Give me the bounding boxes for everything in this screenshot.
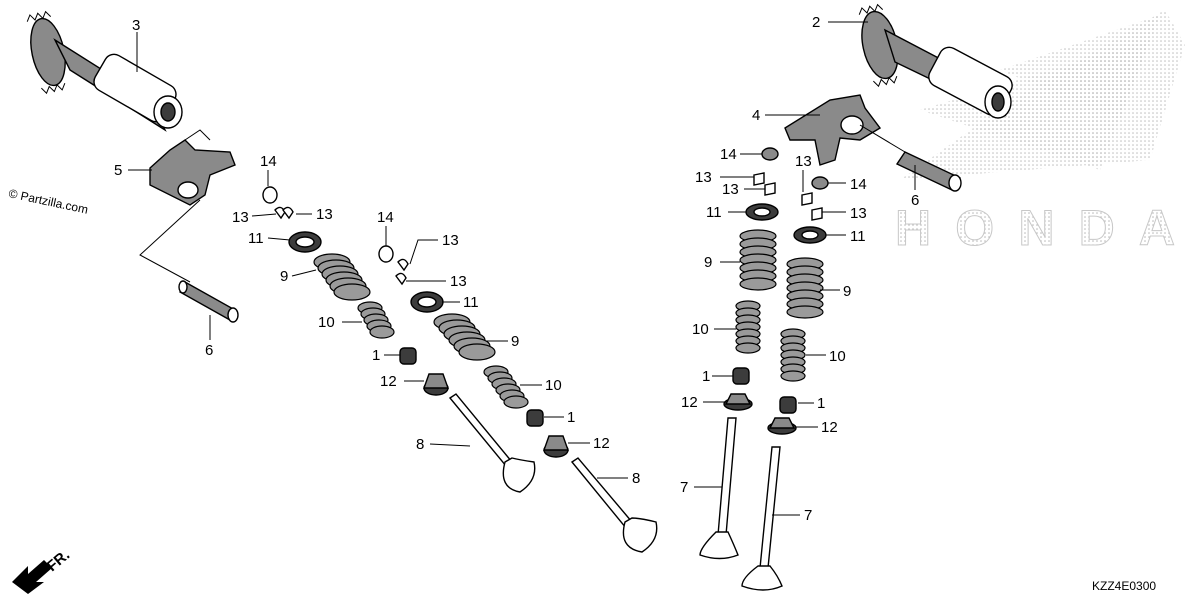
cotters-b[interactable]: [395, 258, 409, 286]
callout-8-b[interactable]: 8: [632, 470, 640, 487]
outer-spring-c[interactable]: [739, 229, 777, 291]
callouts: 3 2 4 5 6 6 14 13 13 11 9 10 1 12 8 14 1…: [114, 14, 919, 524]
inner-spring-b[interactable]: [483, 365, 529, 409]
inner-spring-d[interactable]: [780, 328, 806, 382]
camshaft-right[interactable]: [855, 2, 1016, 119]
spring-coil: [503, 395, 529, 409]
callout-10-d[interactable]: 10: [829, 348, 846, 365]
leader-lines: [128, 21, 916, 516]
callout-13-d1[interactable]: 13: [795, 153, 812, 170]
spring-coil: [369, 325, 395, 339]
retainer-d[interactable]: [793, 226, 827, 244]
front-direction-arrow: FR.: [12, 547, 73, 594]
honda-wing-logo: [900, 10, 1185, 180]
stem-seal-a[interactable]: [399, 347, 417, 365]
outer-spring-d[interactable]: [786, 257, 824, 319]
spring-seat-d[interactable]: [767, 417, 797, 435]
spring-seat-c[interactable]: [723, 393, 753, 411]
callout-7-a[interactable]: 7: [680, 479, 688, 496]
valve-exhaust-b[interactable]: [570, 457, 658, 553]
outer-spring-a[interactable]: [313, 253, 371, 301]
rocker-arm-right[interactable]: [784, 94, 882, 166]
spring-coil: [786, 305, 824, 319]
spring-coil: [735, 342, 761, 354]
callout-13-d2[interactable]: 13: [850, 205, 867, 222]
callout-11-a[interactable]: 11: [248, 230, 264, 247]
callout-1-d[interactable]: 1: [817, 395, 825, 412]
shim-b[interactable]: [378, 245, 394, 263]
callout-8-a[interactable]: 8: [416, 436, 424, 453]
valve-intake-a[interactable]: [699, 417, 739, 560]
callout-5[interactable]: 5: [114, 162, 122, 179]
retainer-c[interactable]: [745, 203, 779, 221]
spring-coil: [739, 277, 777, 291]
cotters-d[interactable]: [801, 192, 823, 221]
spring-coil: [458, 343, 496, 361]
stem-seal-c[interactable]: [732, 367, 750, 385]
callout-13-a2[interactable]: 13: [316, 206, 333, 223]
inner-spring-a[interactable]: [357, 301, 395, 339]
cotters-a[interactable]: [274, 206, 294, 220]
callout-11-c[interactable]: 11: [706, 204, 722, 221]
watermark: © Partzilla.com: [7, 186, 89, 217]
spring-coil: [780, 370, 806, 382]
diagram-code: KZZ4E0300: [1092, 579, 1156, 593]
callout-1-a[interactable]: 1: [372, 347, 380, 364]
rocker-shaft-right[interactable]: [859, 124, 962, 192]
callout-14-a[interactable]: 14: [260, 153, 277, 170]
callout-9-c[interactable]: 9: [704, 254, 712, 271]
shim-d[interactable]: [811, 176, 829, 190]
retainer-a[interactable]: [288, 231, 322, 253]
camshaft-left[interactable]: [24, 10, 183, 132]
callout-9-b[interactable]: 9: [511, 333, 519, 350]
callout-11-b[interactable]: 11: [463, 294, 479, 311]
spring-coil: [333, 283, 371, 301]
callout-13-b2[interactable]: 13: [450, 273, 467, 290]
callout-12-b[interactable]: 12: [593, 435, 610, 452]
callout-6-left[interactable]: 6: [205, 342, 213, 359]
callout-13-c2[interactable]: 13: [722, 181, 739, 198]
callout-12-d[interactable]: 12: [821, 419, 838, 436]
callout-7-b[interactable]: 7: [804, 507, 812, 524]
callout-12-c[interactable]: 12: [681, 394, 698, 411]
callout-10-c[interactable]: 10: [692, 321, 709, 338]
stem-seal-b[interactable]: [526, 409, 544, 427]
valve-exhaust-a[interactable]: [448, 393, 536, 493]
callout-10-b[interactable]: 10: [545, 377, 562, 394]
callout-9-a[interactable]: 9: [280, 268, 288, 285]
callout-11-d[interactable]: 11: [850, 228, 866, 245]
callout-13-a1[interactable]: 13: [232, 209, 249, 226]
callout-12-a[interactable]: 12: [380, 373, 397, 390]
spring-seat-b[interactable]: [543, 435, 569, 458]
retainer-b[interactable]: [410, 291, 444, 313]
stem-seal-d[interactable]: [779, 396, 797, 414]
spring-seat-a[interactable]: [423, 373, 449, 396]
rocker-arm-left[interactable]: [149, 129, 236, 206]
callout-13-c1[interactable]: 13: [695, 169, 712, 186]
cotters-c[interactable]: [753, 172, 776, 196]
shim-a[interactable]: [262, 186, 278, 204]
callout-9-d[interactable]: 9: [843, 283, 851, 300]
rocker-shaft-left[interactable]: [139, 199, 239, 323]
callout-13-b1[interactable]: 13: [442, 232, 459, 249]
shim-c[interactable]: [761, 147, 779, 161]
callout-3[interactable]: 3: [132, 17, 140, 34]
callout-14-d[interactable]: 14: [850, 176, 867, 193]
callout-10-a[interactable]: 10: [318, 314, 335, 331]
valve-intake-b[interactable]: [741, 446, 783, 591]
callout-6-right[interactable]: 6: [911, 192, 919, 209]
callout-1-c[interactable]: 1: [702, 368, 710, 385]
callout-14-c[interactable]: 14: [720, 146, 737, 163]
honda-logo-text: HONDA: [895, 200, 1175, 256]
callout-4[interactable]: 4: [752, 107, 760, 124]
callout-1-b[interactable]: 1: [567, 409, 575, 426]
outer-spring-b[interactable]: [433, 313, 496, 361]
callout-2[interactable]: 2: [812, 14, 820, 31]
callout-14-b[interactable]: 14: [377, 209, 394, 226]
inner-spring-c[interactable]: [735, 300, 761, 354]
